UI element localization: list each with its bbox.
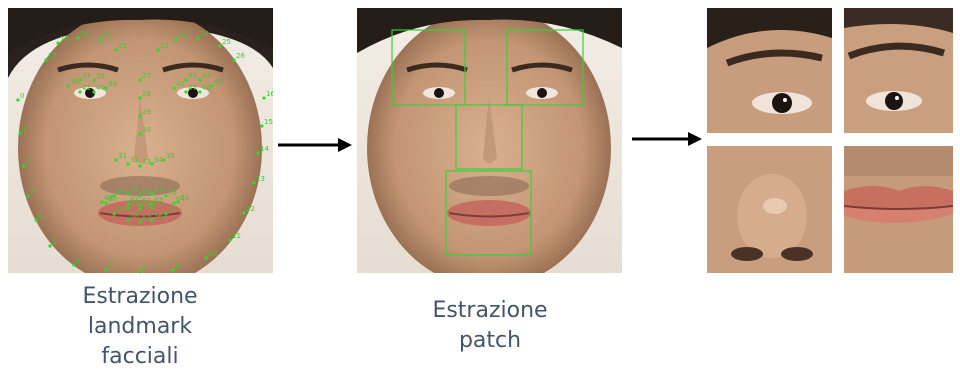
- caption-patch-extraction: Estrazione patch: [390, 296, 590, 356]
- landmark-label: 5: [52, 238, 56, 246]
- landmark-label: 28: [142, 90, 151, 98]
- landmark-label: 41: [82, 84, 91, 92]
- patch-right-eye: [844, 8, 953, 133]
- caption-landmark-extraction: Estrazione landmark facciali: [40, 282, 240, 372]
- landmark-label: 6: [76, 257, 81, 265]
- landmark-label: 7: [108, 262, 112, 270]
- landmark-label: 39: [108, 80, 117, 88]
- landmark-label: 8: [142, 264, 146, 272]
- landmark-label: 16: [266, 90, 273, 98]
- landmark-label: 40: [96, 84, 105, 92]
- arrow-right-icon: [632, 129, 702, 149]
- landmark-label: 36: [70, 78, 79, 86]
- landmark-label: 29: [142, 108, 151, 116]
- landmark-label: 50: [130, 186, 139, 194]
- landmark-label: 46: [202, 84, 211, 92]
- landmark-label: 27: [142, 72, 151, 80]
- landmark-label: 55: [168, 206, 177, 214]
- landmark-label: 37: [82, 72, 91, 80]
- landmark-label: 21: [118, 42, 127, 50]
- landmark-label: 11: [232, 232, 241, 240]
- landmark-label: 1: [22, 125, 26, 133]
- landmark-label: 38: [96, 72, 105, 80]
- landmark-label: 47: [188, 84, 197, 92]
- landmark-label: 35: [166, 152, 175, 160]
- landmark-label: 33: [142, 158, 151, 166]
- landmark-label: 24: [200, 30, 209, 38]
- landmark-label: 15: [264, 118, 273, 126]
- landmark-label: 22: [160, 42, 169, 50]
- landmark-label: 58: [130, 212, 139, 220]
- landmark-label: 65: [154, 200, 163, 208]
- landmark-label: 52: [154, 186, 163, 194]
- landmark-label: 66: [142, 201, 151, 209]
- landmark-label: 57: [142, 214, 151, 222]
- face-patches-image: [357, 8, 622, 273]
- landmark-label: 42: [176, 80, 185, 88]
- landmark-label: 2: [26, 158, 30, 166]
- landmark-label: 45: [214, 78, 223, 86]
- landmark-label: 9: [175, 262, 179, 270]
- landmark-label: 64: [176, 195, 185, 203]
- landmark-label: 32: [130, 156, 139, 164]
- landmark-label: 26: [236, 52, 245, 60]
- landmark-label: 13: [256, 175, 265, 183]
- landmark-label: 44: [202, 72, 211, 80]
- landmark-label: 60: [108, 195, 117, 203]
- landmark-label: 19: [80, 30, 89, 38]
- landmark-label: 25: [222, 38, 231, 46]
- landmark-label: 51: [142, 188, 151, 196]
- landmark-label: 31: [118, 152, 127, 160]
- landmark-label: 0: [20, 92, 24, 100]
- landmark-label: 67: [130, 200, 139, 208]
- patch-mouth: [844, 146, 953, 273]
- landmark-label: 23: [178, 32, 187, 40]
- landmark-label: 59: [116, 206, 125, 214]
- landmark-label: 18: [60, 35, 69, 43]
- landmark-label: 10: [208, 250, 217, 258]
- landmark-label: 17: [48, 52, 57, 60]
- landmark-label: 14: [260, 145, 269, 153]
- landmark-label: 30: [142, 126, 151, 134]
- landmark-label: 3: [30, 188, 34, 196]
- landmark-label: 43: [188, 72, 197, 80]
- landmark-label: 12: [246, 205, 255, 213]
- face-landmarks-image: 0123456789101112131415161718192021222324…: [8, 8, 273, 273]
- landmark-label: 56: [154, 212, 163, 220]
- patch-left-eye: [707, 8, 832, 133]
- landmark-label: 4: [38, 212, 43, 220]
- arrow-right-icon: [278, 135, 352, 155]
- landmark-label: 34: [154, 156, 163, 164]
- landmark-label: 49: [116, 188, 125, 196]
- landmark-label: 20: [102, 32, 111, 40]
- patch-nose: [707, 146, 832, 273]
